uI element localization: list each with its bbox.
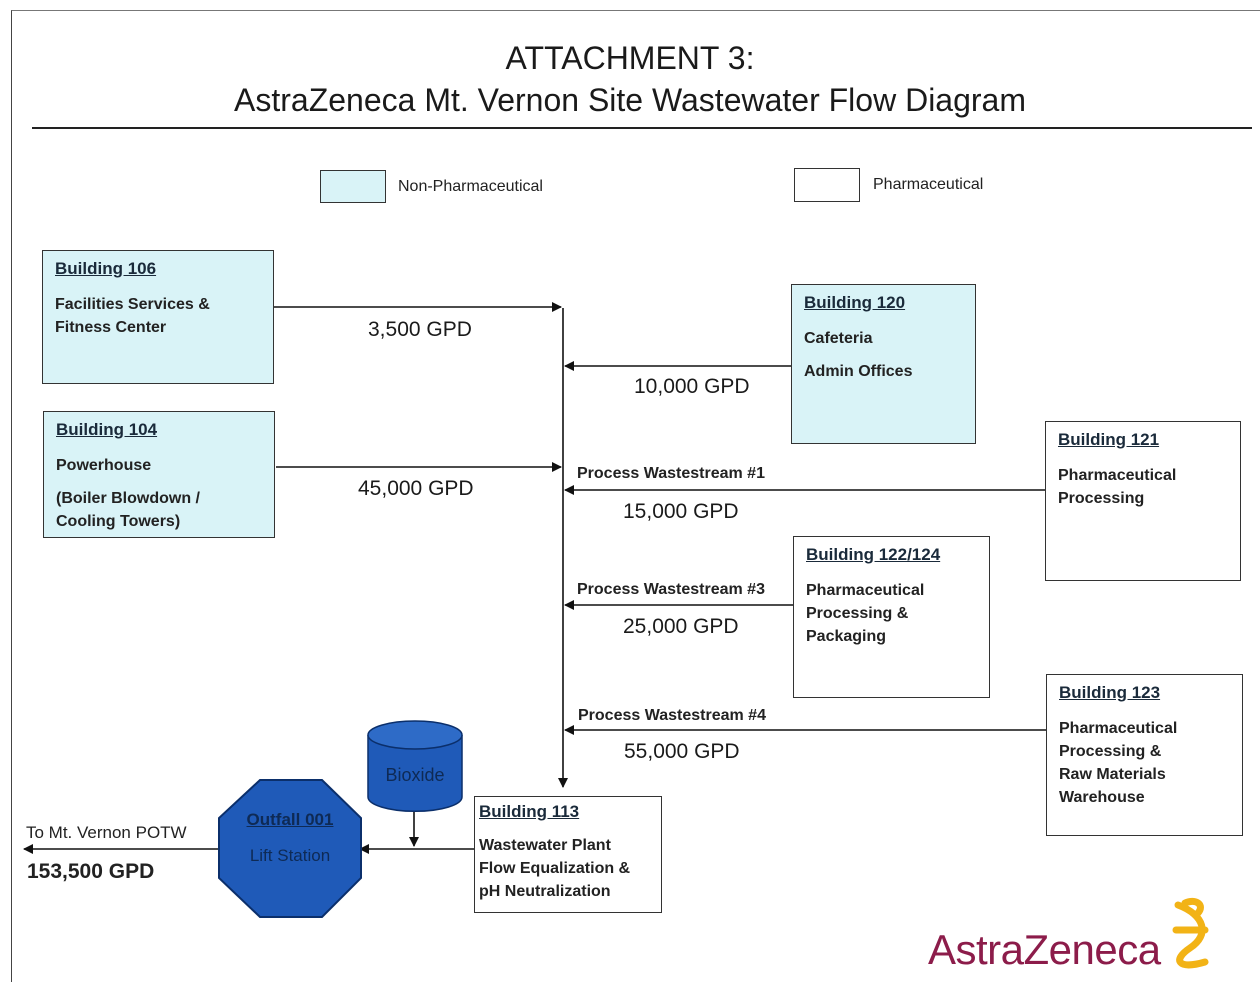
title-line-2: AstraZeneca Mt. Vernon Site Wastewater F… (234, 82, 1026, 118)
building-113-line-1: Wastewater Plant (479, 837, 611, 854)
building-122-124-name: Building 122/124 (806, 545, 941, 564)
building-123-line-3: Raw Materials (1059, 766, 1166, 783)
building-122-124-line-3: Packaging (806, 628, 887, 645)
building-122-124-line-1: Pharmaceutical (806, 582, 925, 599)
building-104-line-3: Cooling Towers) (56, 513, 181, 530)
building-113-line-2: Flow Equalization & (479, 860, 631, 877)
wastestream-1-label: Process Wastestream #1 (577, 465, 765, 482)
title-rule (32, 127, 1252, 129)
building-104-box: Building 104 Powerhouse (Boiler Blowdown… (43, 411, 275, 538)
building-104-name: Building 104 (56, 420, 158, 439)
building-123-line-2: Processing & (1059, 743, 1162, 760)
building-106-line-1: Facilities Services & (55, 296, 210, 313)
bioxide-tank-icon (367, 720, 463, 813)
building-113-name: Building 113 (479, 802, 580, 821)
building-121-line-1: Pharmaceutical (1058, 467, 1177, 484)
legend-swatch-pharmaceutical (794, 168, 860, 202)
wastestream-3-label: Process Wastestream #3 (577, 581, 765, 598)
building-123-name: Building 123 (1059, 683, 1161, 702)
outfall-name: Outfall 001 (246, 810, 334, 829)
flow-label-b104: 45,000 GPD (358, 477, 474, 500)
building-123-box: Building 123 Pharmaceutical Processing &… (1046, 674, 1243, 836)
building-120-box: Building 120 Cafeteria Admin Offices (791, 284, 976, 444)
astrazeneca-logo-icon (1172, 897, 1209, 969)
building-106-name: Building 106 (55, 259, 157, 278)
building-123-line-1: Pharmaceutical (1059, 720, 1178, 737)
building-123-line-4: Warehouse (1059, 789, 1145, 806)
building-121-line-2: Processing (1058, 490, 1145, 507)
building-120-line-1: Cafeteria (804, 330, 873, 347)
building-113-box: Building 113 Wastewater Plant Flow Equal… (474, 796, 662, 913)
building-106-line-2: Fitness Center (55, 319, 167, 336)
legend-label-non-pharmaceutical: Non-Pharmaceutical (398, 178, 543, 195)
outfall-octagon-icon (218, 779, 362, 918)
building-120-name: Building 120 (804, 293, 906, 312)
title-line-1: ATTACHMENT 3: (505, 40, 755, 76)
bioxide-label: Bioxide (385, 765, 445, 785)
flow-label-b123: 55,000 GPD (624, 740, 740, 763)
flow-label-b122: 25,000 GPD (623, 615, 739, 638)
building-120-line-2: Admin Offices (804, 363, 913, 380)
building-121-name: Building 121 (1058, 430, 1160, 449)
building-122-124-box: Building 122/124 Pharmaceutical Processi… (793, 536, 990, 698)
building-104-line-1: Powerhouse (56, 457, 152, 474)
building-104-line-2: (Boiler Blowdown / (56, 490, 200, 507)
potw-label: To Mt. Vernon POTW (26, 823, 187, 842)
building-122-124-line-2: Processing & (806, 605, 909, 622)
astrazeneca-logo-text: AstraZeneca (928, 926, 1161, 973)
building-106-box: Building 106 Facilities Services & Fitne… (42, 250, 274, 384)
flow-label-b106: 3,500 GPD (368, 318, 472, 341)
flow-label-b121: 15,000 GPD (623, 500, 739, 523)
legend-swatch-non-pharmaceutical (320, 170, 386, 203)
wastestream-4-label: Process Wastestream #4 (578, 707, 766, 724)
building-121-box: Building 121 Pharmaceutical Processing (1045, 421, 1241, 581)
potw-total: 153,500 GPD (27, 860, 155, 883)
building-113-line-3: pH Neutralization (479, 883, 611, 900)
outfall-sub: Lift Station (249, 846, 331, 865)
page-frame (11, 10, 1260, 982)
flow-label-b120: 10,000 GPD (634, 375, 750, 398)
legend-label-pharmaceutical: Pharmaceutical (873, 176, 984, 193)
